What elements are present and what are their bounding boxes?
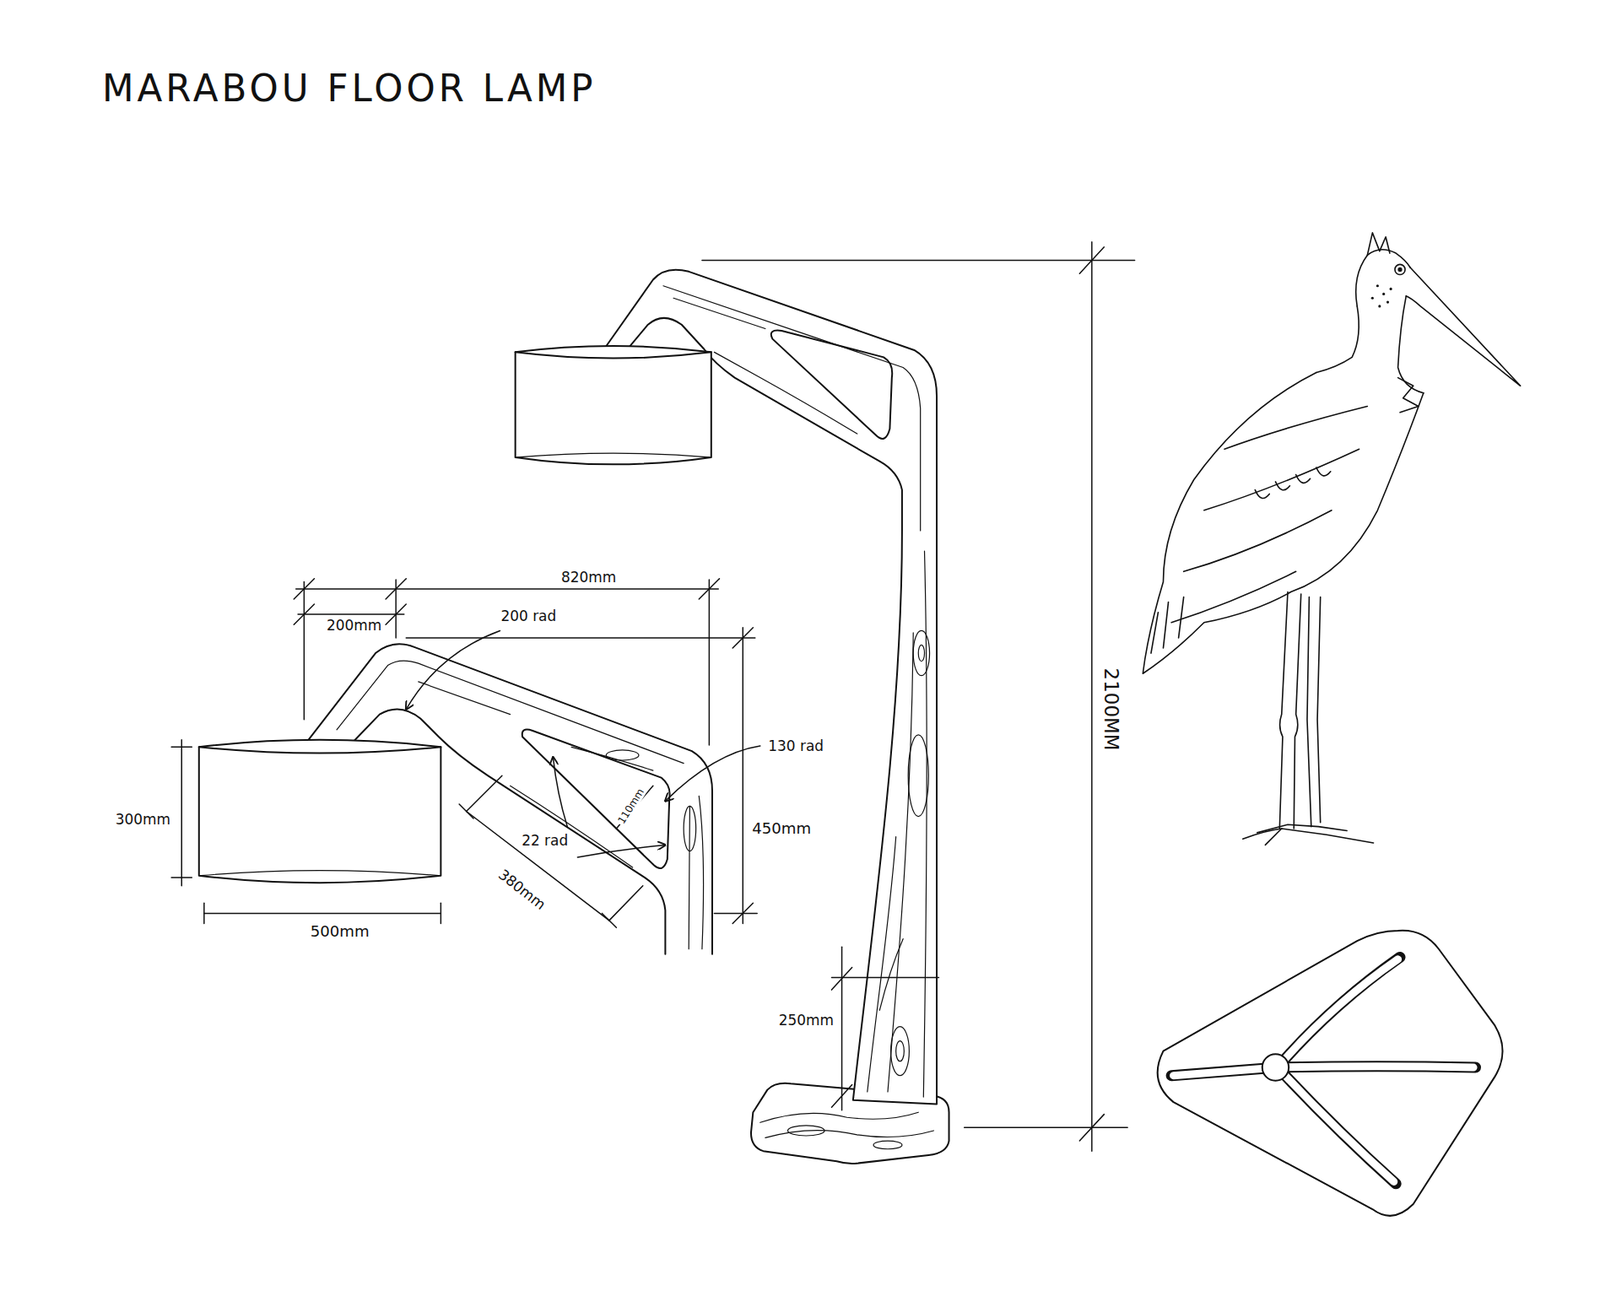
dimension-label: 450mm: [750, 820, 813, 838]
dimension-label: 250mm: [777, 1012, 836, 1029]
dimension-label: 200 rad: [499, 608, 559, 625]
dimension-label: 820mm: [559, 569, 618, 586]
dimension-label: 300mm: [113, 811, 173, 828]
detail-shade: [199, 740, 442, 883]
detail-dimensions: [171, 578, 761, 929]
lamp-shade: [515, 345, 712, 465]
dimension-label: 2100MM: [1099, 665, 1121, 752]
dimension-label: 200mm: [324, 617, 384, 634]
stork-illustration: [1142, 232, 1520, 846]
dimension-label: 130 rad: [766, 738, 826, 755]
dimension-label: 500mm: [308, 923, 372, 941]
dimension-label: 380mm: [494, 865, 551, 914]
dimension-label: 110mm: [615, 784, 648, 828]
base-plan: [1157, 930, 1503, 1217]
title: MARABOU FLOOR LAMP: [102, 67, 597, 110]
dimension-label: 22 rad: [519, 832, 570, 849]
dimension-lines: [702, 242, 1136, 1152]
